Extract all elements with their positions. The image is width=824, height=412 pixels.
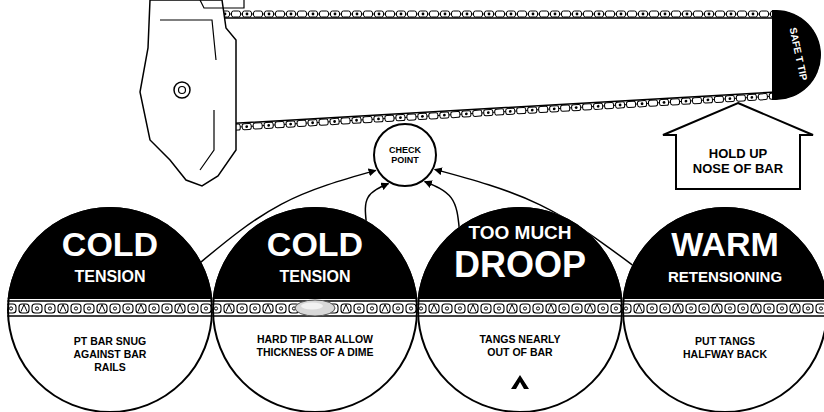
circle-heading: WARM (640, 227, 810, 261)
arrow-outline (662, 102, 814, 190)
tension-circle: TOO MUCH DROOP TANGS NEARLY OUT OF BAR (417, 207, 623, 412)
circle-body-text: PUT TANGS HALFWAY BACK (669, 335, 781, 361)
circle-heading: COLD (230, 227, 400, 261)
connector-arrow (365, 184, 388, 222)
tension-circle: COLD TENSION PT BAR SNUG AGAINST BAR RAILS (7, 207, 213, 412)
engine-housing (140, 0, 236, 186)
tension-circle: COLD TENSION HARD TIP BAR ALLOW THICKNESS … (212, 207, 418, 412)
circle-heading: TOO MUCH (435, 223, 605, 242)
tension-circle: WARM RETENSIONING PUT TANGS HALFWAY BACK (622, 207, 824, 412)
circle-heading: COLD (25, 227, 195, 261)
sprocket-cover (174, 82, 190, 98)
circle-body-text: PT BAR SNUG AGAINST BAR RAILS (64, 335, 156, 374)
nose-label: SAFE T TIP (785, 19, 811, 90)
circle-heading: DROOP (435, 247, 605, 283)
sprocket-nut (179, 87, 186, 94)
housing-detail (160, 0, 244, 170)
circle-body-text: HARD TIP BAR ALLOW THICKNESS OF A DIME (254, 333, 376, 359)
circle-heading: TENSION (230, 269, 400, 285)
connector-arrow (425, 182, 460, 229)
arrow-text: HOLD UP NOSE OF BAR (689, 147, 787, 177)
circle-body-text: TANGS NEARLY OUT OF BAR (470, 333, 570, 359)
circle-heading: TENSION (25, 269, 195, 285)
safe-tip-nose (772, 10, 821, 100)
check-point-circle: CHECK POINT (373, 123, 437, 187)
circle-heading: RETENSIONING (640, 269, 810, 284)
block-arrow: HOLD UP NOSE OF BAR (662, 102, 814, 190)
check-point-text: CHECK POINT (383, 145, 427, 166)
